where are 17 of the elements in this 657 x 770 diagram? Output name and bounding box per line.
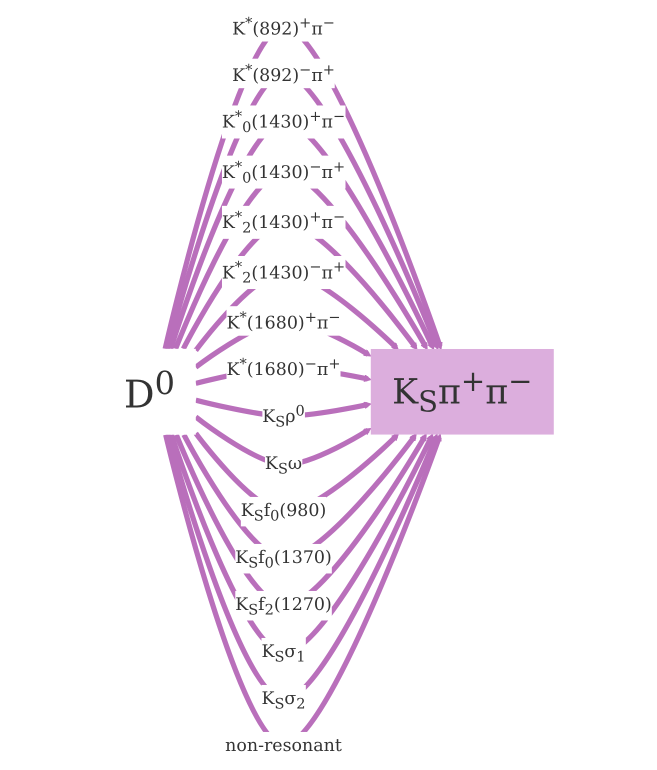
edge-label: K$^{*}$$_{2}$(1430)$^{+}$π$^{−}$ bbox=[222, 208, 346, 236]
edge-label: K$^{*}$(1680)$^{+}$π$^{−}$ bbox=[226, 308, 341, 333]
edge-label: K$^{*}$$_{0}$(1430)$^{−}$π$^{+}$ bbox=[222, 158, 346, 186]
edge-label: K$^{*}$$_{2}$(1430)$^{−}$π$^{+}$ bbox=[222, 258, 346, 286]
edge-label: K$_{S}$σ$_{2}$ bbox=[262, 688, 306, 712]
edge-label: K$^{*}$$_{0}$(1430)$^{+}$π$^{−}$ bbox=[222, 108, 346, 136]
edge-label: K$_{S}$ω bbox=[265, 452, 302, 477]
edge-label: non-resonant bbox=[226, 734, 342, 756]
edge-label: K$_{S}$f$_{0}$(980) bbox=[241, 499, 327, 524]
edge-label: K$_{S}$f$_{2}$(1270) bbox=[236, 593, 332, 618]
edge-label: K$_{S}$ρ$^{0}$ bbox=[262, 402, 306, 430]
edge-label: K$_{S}$σ$_{1}$ bbox=[262, 640, 306, 665]
edge-label: K$^{*}$(892)$^{+}$π$^{−}$ bbox=[232, 14, 336, 39]
node-box: K$_{S}$π$^{+}$π$^{−}$ bbox=[371, 348, 554, 435]
edge-label: K$^{*}$(892)$^{−}$π$^{+}$ bbox=[232, 61, 336, 86]
edge-label: K$^{*}$(1680)$^{−}$π$^{+}$ bbox=[226, 356, 341, 380]
edge-label: K$_{S}$f$_{0}$(1370) bbox=[236, 546, 332, 571]
